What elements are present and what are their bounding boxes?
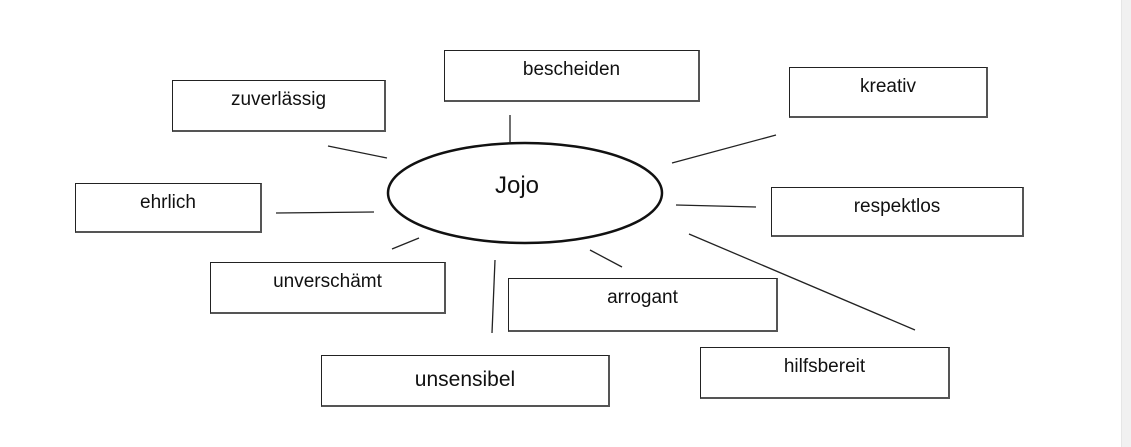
trait-label: unsensibel	[414, 368, 516, 391]
connector-respektlos	[675, 204, 757, 208]
trait-label: unverschämt	[273, 271, 382, 292]
trait-box-unverschaemt: unverschämt	[210, 262, 446, 314]
connector-ehrlich	[275, 211, 375, 214]
trait-box-bescheiden: bescheiden	[444, 50, 700, 102]
connector-kreativ	[671, 134, 777, 164]
trait-box-ehrlich: ehrlich	[75, 183, 262, 233]
trait-box-arrogant: arrogant	[508, 278, 778, 332]
trait-label: arrogant	[607, 287, 678, 308]
center-ellipse	[386, 141, 664, 245]
trait-box-unsensibel: unsensibel	[321, 355, 610, 407]
connector-hilfsbereit	[688, 233, 916, 331]
scrollbar-track[interactable]	[1121, 0, 1131, 447]
connector-unsensibel	[491, 259, 496, 334]
connector-zuverlaessig	[327, 145, 388, 159]
trait-box-hilfsbereit: hilfsbereit	[700, 347, 950, 399]
trait-label: kreativ	[860, 76, 916, 97]
trait-label: bescheiden	[522, 59, 621, 80]
trait-label: hilfsbereit	[783, 356, 866, 377]
connector-unverschaemt	[391, 237, 420, 250]
center-label: Jojo	[495, 172, 540, 199]
trait-box-respektlos: respektlos	[771, 187, 1024, 237]
connector-arrogant	[589, 249, 623, 268]
trait-box-zuverlaessig: zuverlässig	[172, 80, 386, 132]
trait-label: zuverlässig	[230, 89, 327, 110]
trait-label: ehrlich	[140, 192, 196, 213]
trait-box-kreativ: kreativ	[789, 67, 988, 118]
trait-label: respektlos	[853, 196, 941, 217]
